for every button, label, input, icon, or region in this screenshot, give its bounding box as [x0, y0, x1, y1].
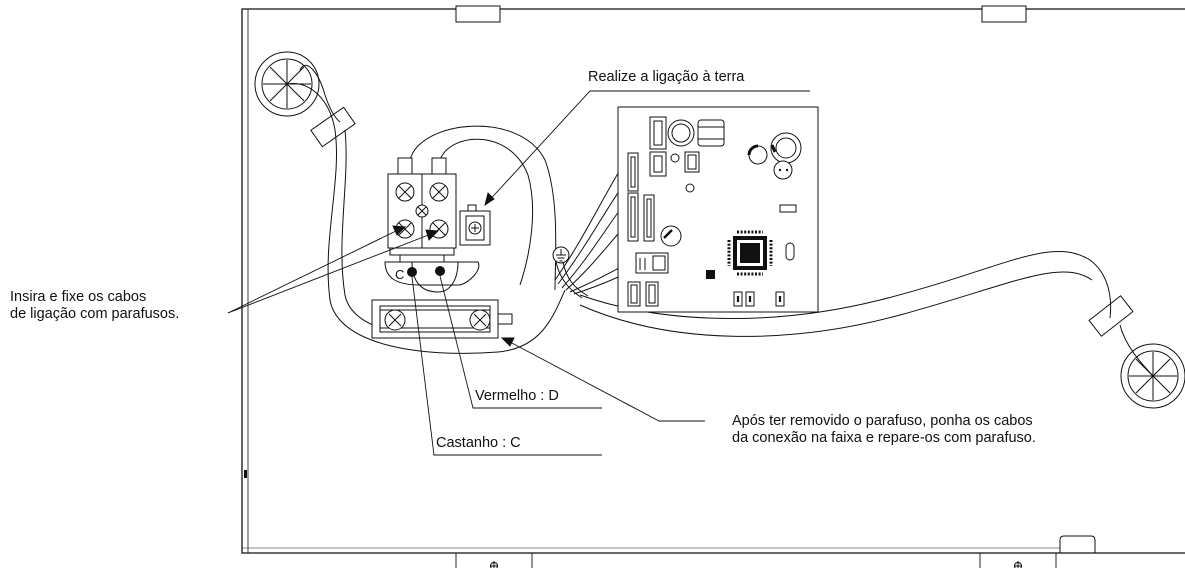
label-insert-screws: Insira e fixe os cabos de ligação com pa…	[10, 289, 180, 322]
terminal-screw-2	[429, 182, 449, 202]
ground-terminal	[459, 204, 491, 246]
earth-screw	[552, 246, 589, 299]
clamp-screw-right	[469, 309, 491, 331]
label-ground: Realize a ligação à terra	[588, 69, 745, 85]
pcb-microcontroller	[727, 230, 773, 276]
leader-lines	[227, 90, 810, 456]
clamp-screw-left	[384, 309, 406, 331]
screw-mark-left	[490, 561, 498, 568]
pcb-board	[617, 106, 819, 313]
leader-brown	[411, 276, 602, 456]
terminal-screw-1	[395, 182, 415, 202]
fan-motor-left	[254, 51, 356, 148]
wire-clamp-band	[371, 299, 513, 339]
leader-ground	[484, 90, 810, 206]
terminal-c-mark: C	[395, 267, 404, 282]
arrow-insert-1	[392, 225, 407, 236]
brown-wire-dot	[407, 267, 417, 277]
label-band-instruction: Após ter removido o parafuso, ponha os c…	[732, 413, 1036, 446]
enclosure-frame	[241, 5, 1185, 568]
arrow-band	[500, 337, 515, 347]
leader-red	[439, 275, 602, 409]
red-wire-dot	[435, 266, 445, 276]
arrow-insert-2	[425, 229, 440, 241]
label-brown-wire: Castanho : C	[436, 435, 521, 451]
leader-insert-1	[227, 229, 399, 314]
terminal-screw-3	[395, 219, 415, 239]
terminal-block	[384, 157, 480, 293]
leader-insert-2	[227, 233, 432, 314]
terminal-screw-center	[415, 204, 429, 218]
arrow-ground	[484, 192, 495, 207]
screw-mark-right	[1014, 561, 1022, 568]
fan-motor-right	[1088, 295, 1185, 409]
label-red-wire: Vermelho : D	[475, 388, 559, 404]
leader-band	[509, 341, 705, 422]
